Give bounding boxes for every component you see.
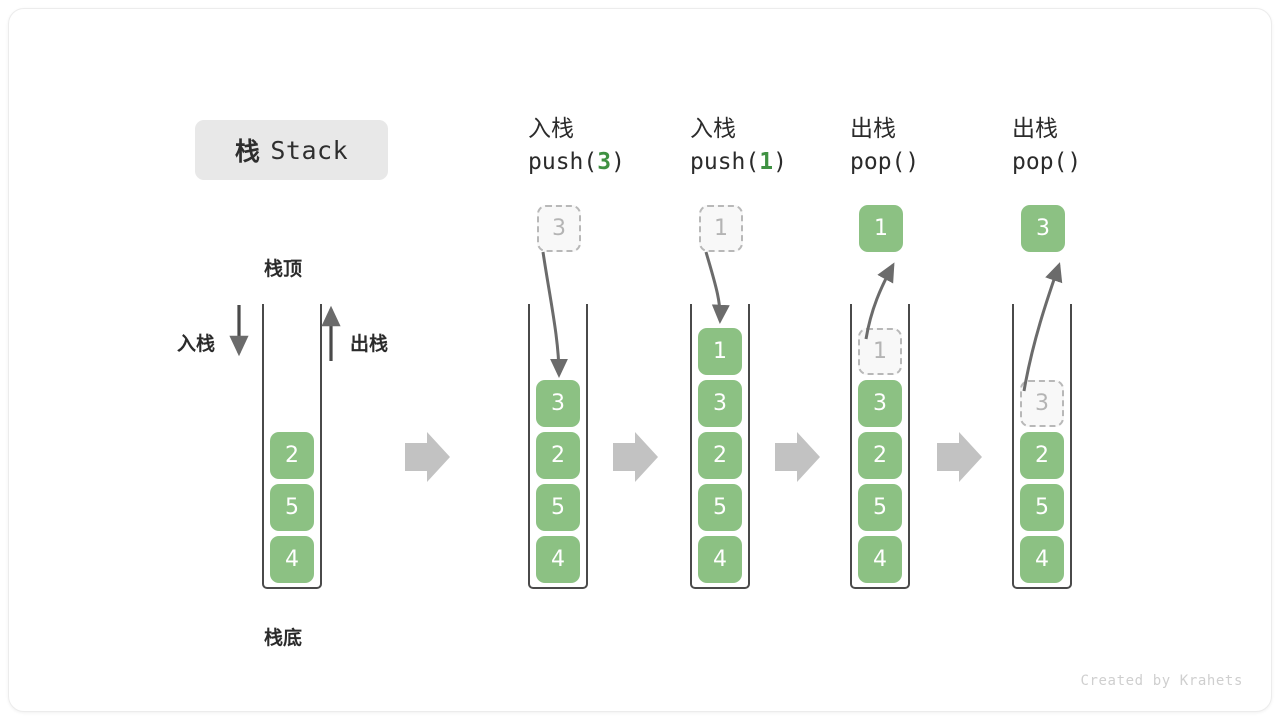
stack-cell-removed: 1 <box>858 328 902 375</box>
stack-container-pop-1 <box>850 304 910 589</box>
step-operation-arg: 3 <box>597 149 612 176</box>
step-operation: pop() <box>850 149 920 176</box>
stack-cell: 2 <box>698 432 742 479</box>
step-title-cjk: 入栈 <box>528 116 574 142</box>
step-operation-arg: 1 <box>759 149 774 176</box>
step-header-pop-3: 出栈 pop() <box>1012 115 1192 178</box>
stack-title-latin: Stack <box>270 135 349 165</box>
stack-cell: 5 <box>536 484 580 531</box>
popped-element: 3 <box>1021 205 1065 252</box>
pop-direction-label: 出栈 <box>350 333 389 355</box>
stack-cell: 1 <box>698 328 742 375</box>
stack-title-chip: 栈 Stack <box>195 120 388 180</box>
stack-cell: 3 <box>858 380 902 427</box>
stack-cell: 5 <box>1020 484 1064 531</box>
step-header-pop-1: 出栈 pop() <box>850 115 1030 178</box>
stack-container-pop-3 <box>1012 304 1072 589</box>
stack-cell: 5 <box>270 484 314 531</box>
stack-cell: 2 <box>270 432 314 479</box>
incoming-element: 3 <box>537 205 581 252</box>
transition-arrow-3 <box>775 432 820 482</box>
stack-cell: 5 <box>858 484 902 531</box>
stack-top-label: 栈顶 <box>264 258 303 280</box>
popped-element: 1 <box>859 205 903 252</box>
stack-cell: 4 <box>858 536 902 583</box>
transition-arrow-4 <box>937 432 982 482</box>
push-direction-label: 入栈 <box>177 333 216 355</box>
stack-cell: 4 <box>270 536 314 583</box>
stack-container-push-1 <box>690 304 750 589</box>
stack-cell: 4 <box>1020 536 1064 583</box>
incoming-element: 1 <box>699 205 743 252</box>
stack-cell: 2 <box>1020 432 1064 479</box>
stack-container-push-3 <box>528 304 588 589</box>
step-operation: push(1) <box>690 149 787 176</box>
stack-bottom-label: 栈底 <box>264 627 303 649</box>
stack-cell-removed: 3 <box>1020 380 1064 427</box>
stack-title-cjk: 栈 <box>234 137 261 166</box>
step-header-push-1: 入栈 push(1) <box>690 115 870 178</box>
step-title-cjk: 出栈 <box>850 116 896 142</box>
stack-cell: 5 <box>698 484 742 531</box>
transition-arrow-2 <box>613 432 658 482</box>
watermark: Created by Krahets <box>1080 673 1243 689</box>
stack-cell: 2 <box>536 432 580 479</box>
step-title-cjk: 入栈 <box>690 116 736 142</box>
step-title-cjk: 出栈 <box>1012 116 1058 142</box>
stack-cell: 4 <box>536 536 580 583</box>
transition-arrow-1 <box>405 432 450 482</box>
step-operation: pop() <box>1012 149 1082 176</box>
stack-cell: 3 <box>536 380 580 427</box>
step-operation: push(3) <box>528 149 625 176</box>
stack-cell: 2 <box>858 432 902 479</box>
stack-cell: 3 <box>698 380 742 427</box>
stack-container-initial <box>262 304 322 589</box>
step-header-push-3: 入栈 push(3) <box>528 115 708 178</box>
stack-cell: 4 <box>698 536 742 583</box>
